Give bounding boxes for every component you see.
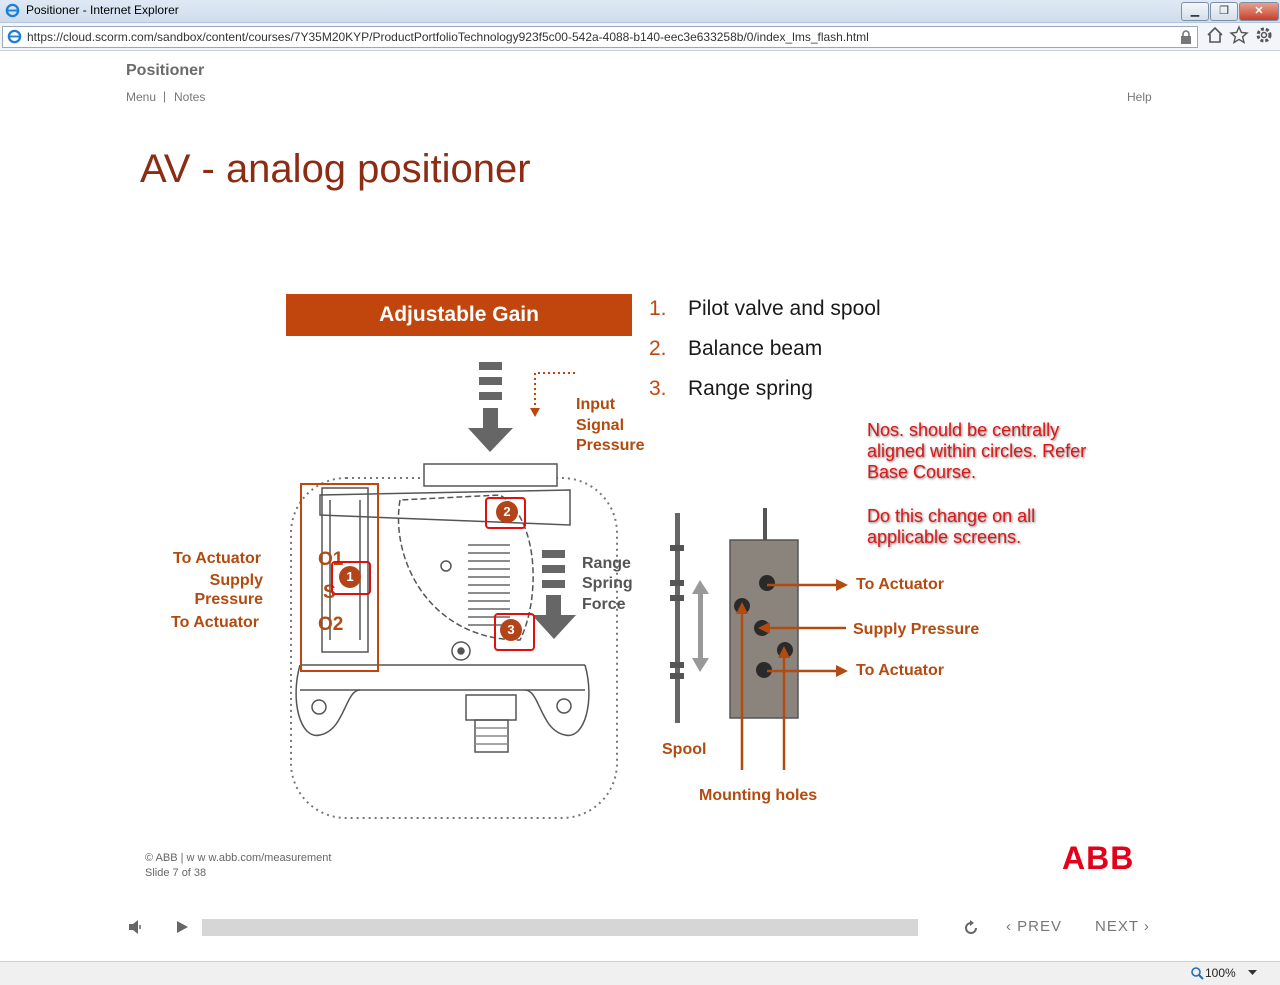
review-note-line-3: Base Course. [867, 462, 977, 482]
play-icon[interactable] [174, 919, 190, 935]
menu-separator: | [163, 89, 167, 103]
slide-counter: Slide 7 of 38 [145, 867, 207, 879]
restore-icon: ❐ [1219, 5, 1229, 17]
badge-2: 2 [496, 501, 518, 523]
mechanism-outline [290, 477, 618, 819]
chevron-right-icon: › [1138, 918, 1150, 935]
left-pressure-label: Pressure [194, 591, 264, 608]
notes-link[interactable]: Notes [174, 90, 206, 104]
adjustable-gain-banner: Adjustable Gain [286, 294, 632, 336]
list-item-pilot-valve: Pilot valve and spool [688, 297, 881, 320]
course-title: Positioner [126, 62, 205, 79]
minimize-button[interactable]: ▁ [1181, 2, 1209, 21]
ie-icon [5, 3, 20, 18]
home-icon[interactable] [1205, 25, 1225, 45]
chevron-down-icon[interactable] [1248, 970, 1257, 976]
review-note-line-2: aligned within circles. Refer [867, 441, 1087, 461]
range-spring-arrow [532, 550, 576, 639]
mounting-holes-label: Mounting holes [699, 787, 818, 804]
zoom-level[interactable]: 100% [1205, 966, 1236, 980]
star-icon[interactable] [1229, 25, 1249, 45]
right-to-actuator-label: To Actuator [856, 576, 944, 593]
prev-label: PREV [1017, 918, 1063, 935]
badge-1-ring [331, 561, 371, 595]
lock-icon[interactable] [1180, 30, 1192, 44]
range-label: Range [582, 555, 631, 572]
input-signal-pointer [530, 372, 575, 417]
right-supply-pressure-label: Supply Pressure [853, 621, 980, 638]
port-o2-label: O2 [318, 614, 344, 635]
replay-icon[interactable] [962, 919, 980, 937]
spool-label: Spool [662, 741, 707, 758]
input-label: Input [576, 396, 616, 413]
abb-logo: ABB [1062, 840, 1135, 876]
restore-button[interactable]: ❐ [1210, 2, 1238, 21]
force-label: Force [582, 596, 626, 613]
url-field[interactable]: https://cloud.scorm.com/sandbox/content/… [2, 26, 1198, 48]
signal-label: Signal [576, 417, 625, 434]
right-to-actuator-2-label: To Actuator [856, 662, 944, 679]
close-icon: ✕ [1254, 5, 1264, 17]
pressure-label: Pressure [576, 437, 645, 454]
badge-3-ring [494, 613, 535, 651]
url-text: https://cloud.scorm.com/sandbox/content/… [27, 30, 869, 44]
list-number-3: 3. [649, 377, 667, 400]
chevron-left-icon: ‹ [1006, 918, 1018, 935]
list-item-range-spring: Range spring [688, 377, 813, 400]
status-bar: 100% [0, 961, 1280, 985]
minimize-icon: ▁ [1190, 5, 1200, 17]
next-button[interactable]: NEXT › [1095, 918, 1150, 935]
valve-port-arrows [736, 579, 848, 770]
address-bar: https://cloud.scorm.com/sandbox/content/… [0, 23, 1280, 51]
left-to-actuator-2-label: To Actuator [171, 614, 259, 631]
review-note-line-1: Nos. should be centrally [867, 420, 1060, 440]
slide-title: AV - analog positioner [140, 147, 531, 191]
left-to-actuator-label: To Actuator [173, 550, 261, 567]
badge-3: 3 [500, 619, 522, 641]
close-button[interactable]: ✕ [1239, 2, 1279, 21]
next-label: NEXT [1095, 918, 1139, 935]
gear-icon[interactable] [1254, 25, 1274, 45]
speaker-icon[interactable] [127, 918, 145, 936]
copyright-text: © ABB | w w w.abb.com/measurement [145, 852, 332, 864]
progress-bar[interactable] [202, 919, 918, 936]
port-o1-label: O1 [318, 549, 344, 570]
list-number-1: 1. [649, 297, 667, 320]
help-link[interactable]: Help [1127, 90, 1152, 104]
ports-highlight-box [300, 483, 379, 672]
window-title: Positioner - Internet Explorer [26, 3, 179, 17]
menu-link[interactable]: Menu [126, 90, 157, 104]
badge-2-ring [485, 497, 526, 529]
window-titlebar: Positioner - Internet Explorer ▁ ❐ ✕ [0, 0, 1280, 23]
list-number-2: 2. [649, 337, 667, 360]
zoom-icon[interactable] [1190, 966, 1204, 980]
ie-icon [7, 29, 22, 44]
left-supply-label: Supply [209, 572, 263, 589]
spool-drawing [670, 513, 709, 723]
input-signal-arrow [468, 362, 513, 452]
badge-1: 1 [339, 566, 361, 588]
review-note-line-5: applicable screens. [867, 527, 1022, 547]
review-note-line-4: Do this change on all [867, 506, 1036, 526]
list-item-balance-beam: Balance beam [688, 337, 823, 360]
spring-label: Spring [582, 575, 633, 592]
mechanism-drawing [295, 463, 590, 753]
prev-button[interactable]: ‹ PREV [1006, 918, 1062, 935]
